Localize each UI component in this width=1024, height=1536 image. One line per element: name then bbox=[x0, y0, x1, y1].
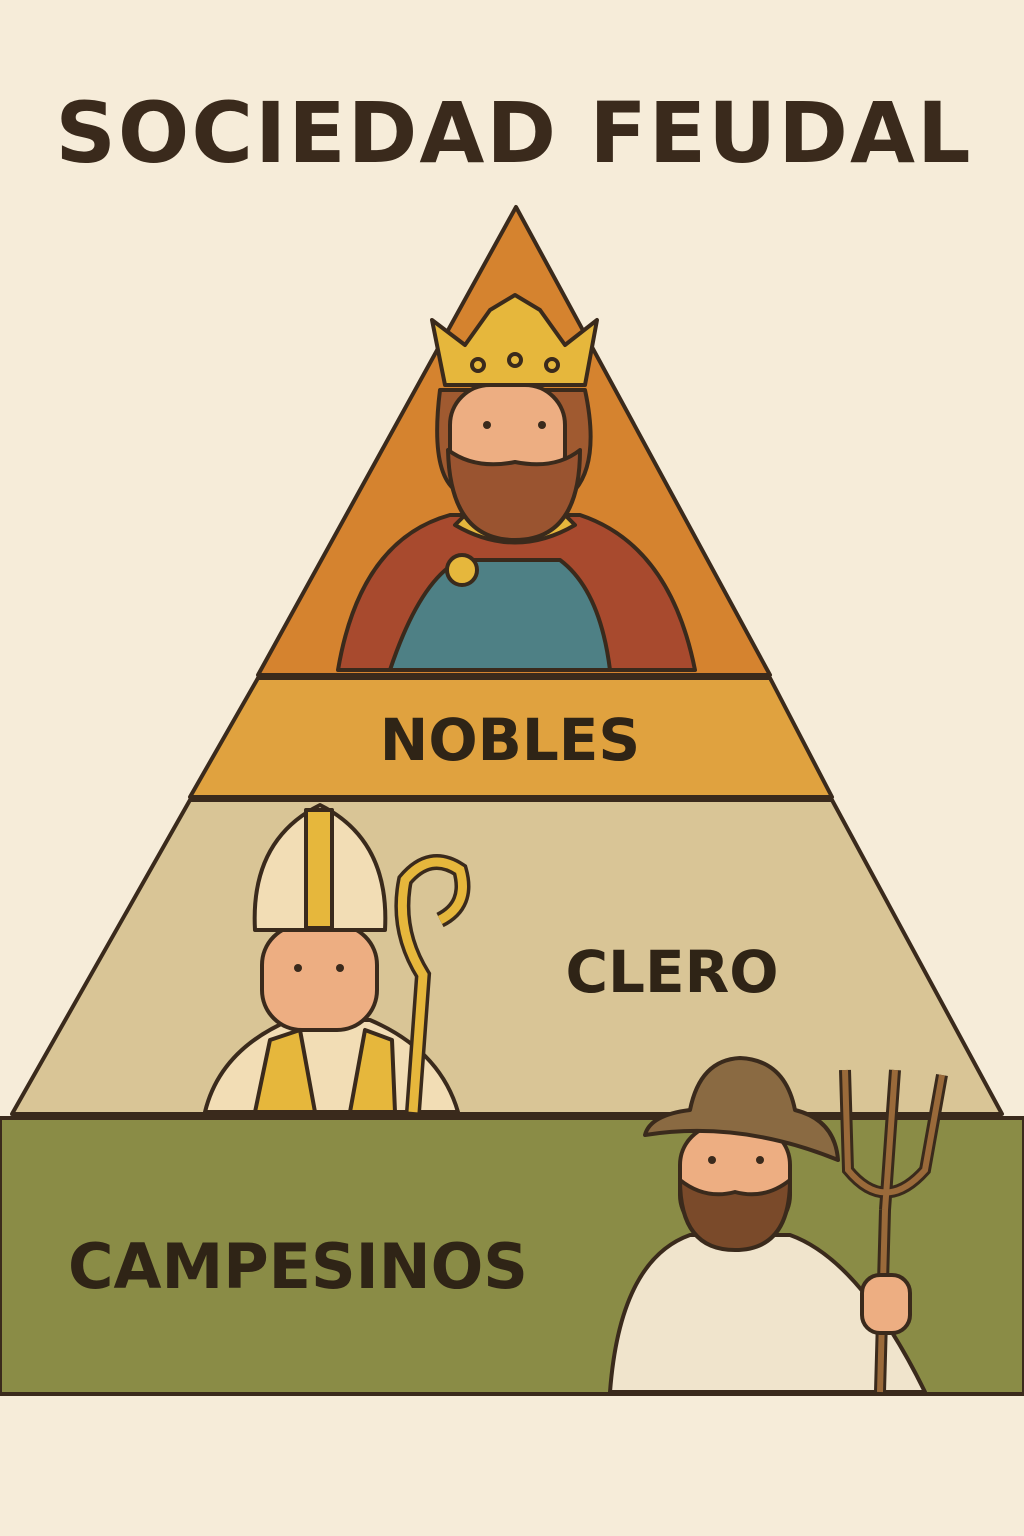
peasant-figure bbox=[608, 1056, 948, 1394]
nobles-band bbox=[188, 676, 834, 799]
bishop-figure bbox=[203, 803, 471, 1114]
king-figure bbox=[336, 293, 697, 672]
page-title: SOCIEDAD FEUDAL bbox=[55, 84, 972, 182]
crozier-icon bbox=[397, 857, 467, 1113]
bishop-face bbox=[260, 923, 379, 1032]
campesinos-label: CAMPESINOS bbox=[68, 1230, 528, 1303]
hat-icon bbox=[643, 1056, 840, 1162]
nobles-label: NOBLES bbox=[380, 706, 640, 774]
king-beard bbox=[446, 448, 582, 542]
brooch-icon bbox=[445, 553, 479, 587]
clero-label: CLERO bbox=[565, 938, 778, 1006]
